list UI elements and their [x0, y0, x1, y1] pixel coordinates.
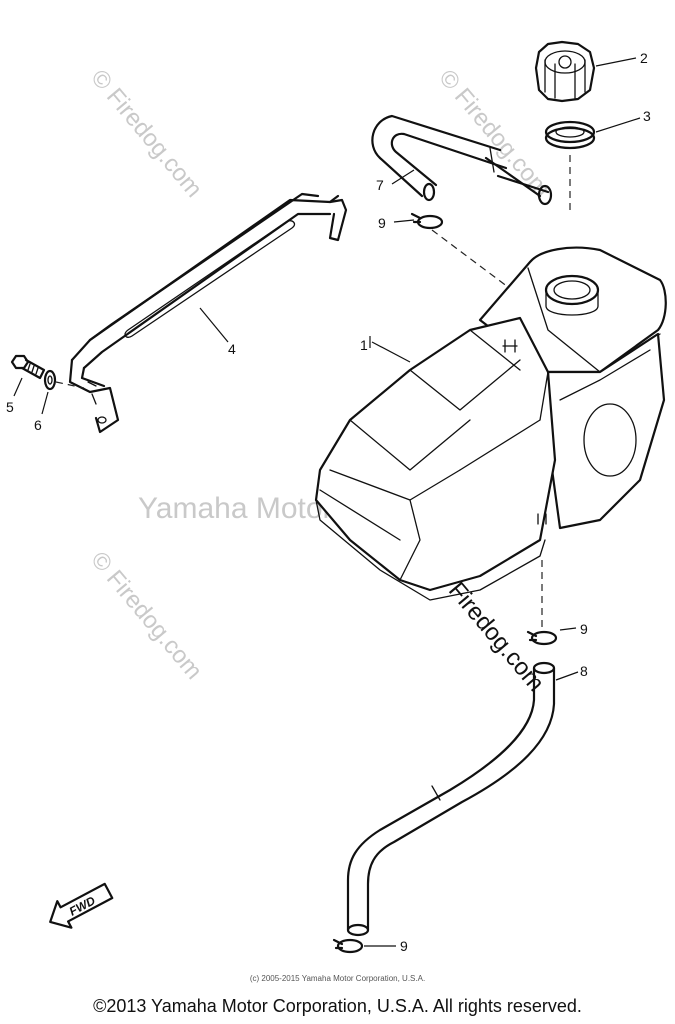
hose-clip-upper	[410, 212, 444, 230]
hose-clip-lower	[526, 630, 558, 646]
tank-bracket	[68, 192, 348, 434]
callout-4: 4	[228, 341, 236, 357]
callout-numbers: 1 2 3 4 5 6 7 8 9 9 9	[6, 50, 651, 954]
callout-9-bottom: 9	[400, 938, 408, 954]
bolt	[10, 354, 46, 380]
callout-leaders	[13, 57, 641, 947]
callout-6: 6	[34, 417, 42, 433]
callout-8: 8	[580, 663, 588, 679]
bolt-centerline	[55, 381, 85, 389]
callout-3: 3	[643, 108, 651, 124]
watermark-firedog-2: © Firedog.com	[433, 65, 555, 203]
watermark-firedog-1: © Firedog.com	[85, 65, 207, 203]
fwd-arrow-icon: FWD	[49, 882, 114, 929]
copyright-small: (c) 2005-2015 Yamaha Motor Corporation, …	[249, 974, 426, 983]
callout-9-middle: 9	[580, 621, 588, 637]
watermark-firedog-3: © Firedog.com	[85, 547, 207, 685]
callout-2: 2	[640, 50, 648, 66]
filler-cap	[534, 40, 596, 103]
cap-gasket	[544, 120, 596, 150]
callout-5: 5	[6, 399, 14, 415]
callout-7: 7	[376, 177, 384, 193]
callout-9-upper: 9	[378, 215, 386, 231]
hose-clip-bottom	[332, 938, 364, 954]
fuel-tank	[314, 246, 667, 601]
callout-1: 1	[360, 337, 368, 353]
washer	[43, 369, 57, 391]
drain-hose	[346, 661, 556, 937]
breather-hose	[371, 114, 553, 206]
copyright-main: ©2013 Yamaha Motor Corporation, U.S.A. A…	[93, 996, 582, 1016]
